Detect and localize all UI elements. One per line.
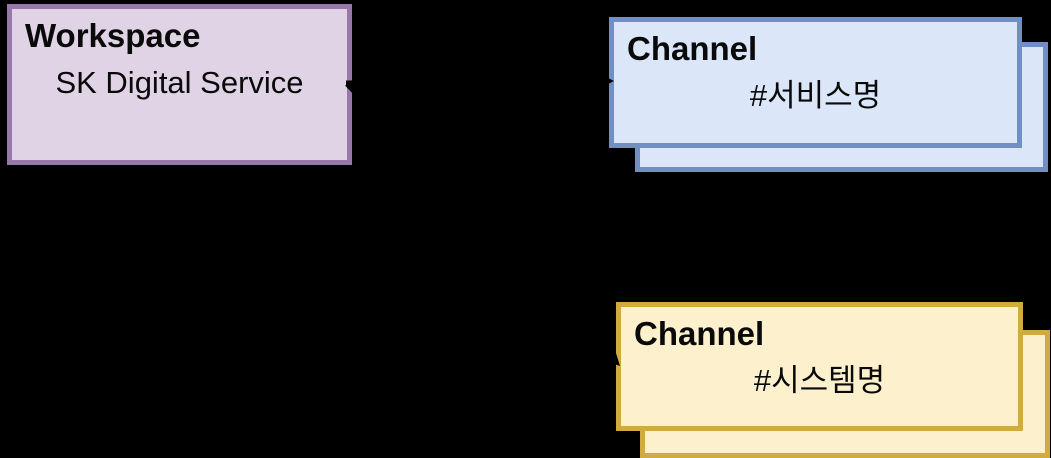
channel-system-node: Channel #시스템명 [616,302,1023,431]
connector-workspace-to-service [345,78,604,86]
workspace-value: SK Digital Service [55,64,304,100]
channel-service-value: #서비스명 [749,77,882,113]
connector-workspace-to-system [345,82,611,357]
channel-service-node: Channel #서비스명 [609,17,1022,148]
channel-system-value: #시스템명 [753,362,886,398]
channel-service-title: Channel [627,30,758,67]
workspace-node: Workspace SK Digital Service [7,4,352,165]
workspace-title: Workspace [25,17,201,54]
channel-system-title: Channel [634,315,765,352]
